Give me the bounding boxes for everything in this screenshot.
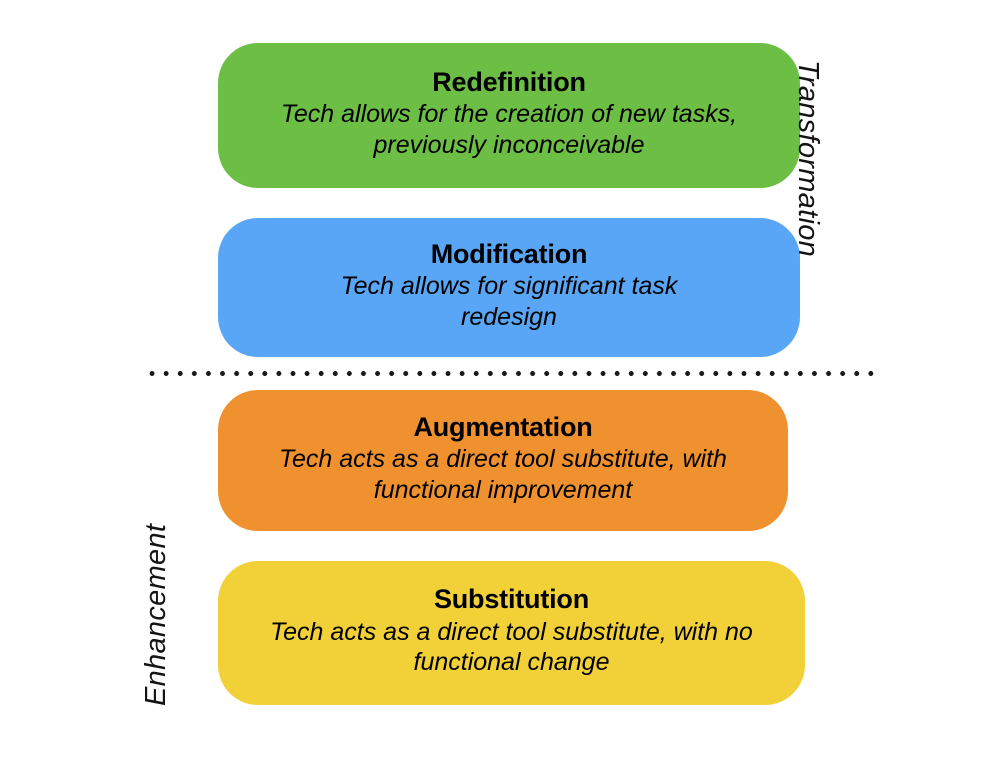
level-box-substitution: Substitution Tech acts as a direct tool … — [218, 561, 805, 705]
level-description-modification: Tech allows for significant task redesig… — [340, 272, 678, 331]
level-title-modification: Modification — [430, 238, 588, 269]
level-box-redefinition: Redefinition Tech allows for the creatio… — [218, 43, 800, 188]
level-description-augmentation: Tech acts as a direct tool substitute, w… — [279, 445, 727, 504]
level-box-modification: Modification Tech allows for significant… — [218, 218, 800, 357]
level-title-augmentation: Augmentation — [413, 411, 593, 442]
level-title-redefinition: Redefinition — [432, 66, 586, 97]
band-label-transformation: Transformation — [792, 60, 824, 258]
level-box-augmentation: Augmentation Tech acts as a direct tool … — [218, 390, 788, 531]
level-description-substitution: Tech acts as a direct tool substitute, w… — [270, 617, 753, 677]
band-label-enhancement: Enhancement — [140, 523, 172, 706]
level-title-substitution: Substitution — [433, 584, 590, 615]
level-description-redefinition: Tech allows for the creation of new task… — [280, 100, 738, 159]
band-divider-dotted-line — [145, 371, 878, 376]
